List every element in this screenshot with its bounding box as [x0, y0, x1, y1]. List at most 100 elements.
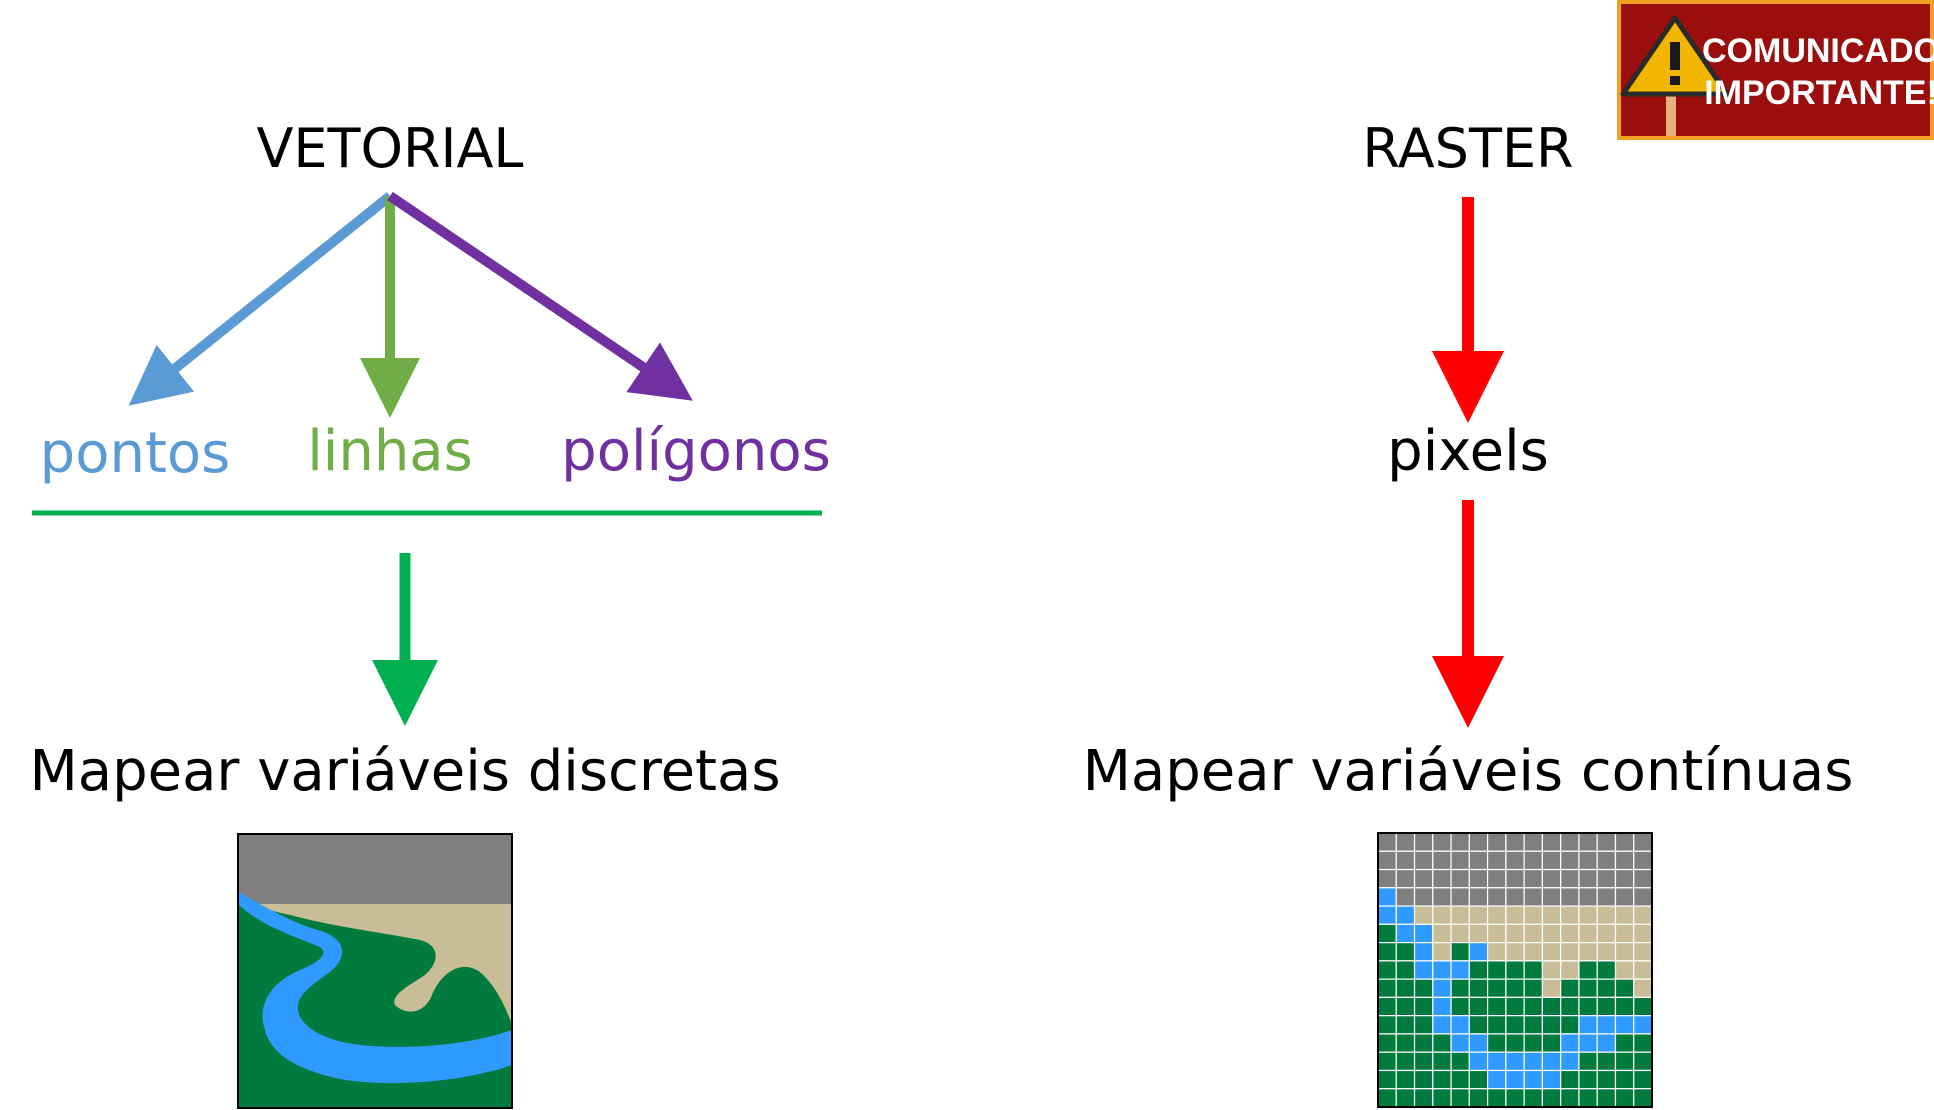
raster-cell — [1377, 1088, 1397, 1108]
raster-cell — [1377, 960, 1397, 980]
raster-cell — [1578, 1033, 1598, 1053]
raster-cell — [1377, 978, 1397, 999]
raster-cell — [1560, 850, 1580, 871]
raster-cell — [1596, 887, 1617, 907]
raster-cell — [1450, 905, 1470, 925]
raster-cell — [1614, 887, 1635, 907]
raster-cell — [1596, 905, 1617, 925]
raster-cell — [1596, 1051, 1617, 1072]
raster-cell — [1432, 941, 1452, 962]
raster-cell — [1560, 905, 1580, 925]
raster-cell — [1395, 1033, 1416, 1053]
raster-cell — [1413, 1033, 1434, 1053]
raster-cell — [1432, 905, 1452, 925]
raster-cell — [1413, 1015, 1434, 1035]
raster-cell — [1541, 850, 1562, 871]
raster-cell — [1377, 832, 1397, 852]
raster-cell — [1614, 832, 1635, 852]
raster-cell — [1614, 1015, 1635, 1035]
raster-cell — [1395, 1015, 1416, 1035]
raster-cell — [1541, 1033, 1562, 1053]
raster-result: Mapear variáveis contínuas — [1083, 739, 1854, 804]
raster-cell — [1614, 905, 1635, 925]
raster-cell — [1486, 996, 1507, 1017]
arrow-to-poligonos — [387, 191, 693, 401]
raster-cell — [1413, 960, 1434, 980]
raster-cell — [1596, 923, 1617, 944]
raster-cell — [1395, 832, 1416, 852]
raster-cell — [1560, 1069, 1580, 1090]
raster-cell — [1523, 1069, 1544, 1090]
raster-cell — [1541, 1069, 1562, 1090]
raster-cell — [1377, 1069, 1397, 1090]
raster-cell — [1377, 868, 1397, 889]
raster-cell — [1486, 850, 1507, 871]
raster-cell — [1560, 1088, 1580, 1108]
raster-cell — [1505, 941, 1525, 962]
branch-pontos: pontos — [40, 421, 231, 486]
raster-cell — [1468, 905, 1489, 925]
raster-cell — [1413, 850, 1434, 871]
raster-cell — [1377, 941, 1397, 962]
raster-cell — [1505, 1033, 1525, 1053]
badge-line2: IMPORTANTE! — [1704, 74, 1934, 112]
raster-cell — [1413, 832, 1434, 852]
raster-cell — [1578, 887, 1598, 907]
raster-cell — [1432, 832, 1452, 852]
raster-cell — [1633, 905, 1653, 925]
branch-poligonos: polígonos — [561, 419, 831, 484]
arrow-to-pontos — [128, 192, 394, 406]
raster-cell — [1614, 1088, 1635, 1108]
raster-cell — [1395, 868, 1416, 889]
raster-cell — [1523, 941, 1544, 962]
raster-cell — [1578, 923, 1598, 944]
raster-cell — [1450, 1051, 1470, 1072]
raster-cell — [1633, 887, 1653, 907]
raster-cell — [1578, 1015, 1598, 1035]
raster-cell — [1596, 1033, 1617, 1053]
raster-cell — [1377, 923, 1397, 944]
raster-cell — [1486, 887, 1507, 907]
raster-cell — [1578, 1069, 1598, 1090]
vector-map-illustration — [237, 833, 513, 1109]
raster-cell — [1523, 850, 1544, 871]
raster-cell — [1432, 1088, 1452, 1108]
raster-grid-border — [1377, 832, 1653, 1108]
raster-cell — [1596, 832, 1617, 852]
raster-cell — [1541, 887, 1562, 907]
vetorial-title: VETORIAL — [256, 117, 523, 180]
raster-cell — [1578, 941, 1598, 962]
raster-cell — [1633, 1088, 1653, 1108]
raster-cell — [1377, 850, 1397, 871]
badge-line1: COMUNICADO — [1702, 32, 1934, 70]
raster-cell — [1395, 1051, 1416, 1072]
raster-cell — [1413, 1051, 1434, 1072]
raster-cell — [1468, 1033, 1489, 1053]
raster-cell — [1633, 850, 1653, 871]
raster-cell — [1523, 832, 1544, 852]
raster-cell — [1450, 923, 1470, 944]
raster-cell — [1633, 923, 1653, 944]
raster-cell — [1596, 1088, 1617, 1108]
raster-cell — [1486, 1051, 1507, 1072]
raster-cell — [1377, 1015, 1397, 1035]
raster-cell — [1468, 923, 1489, 944]
raster-cell — [1633, 868, 1653, 889]
raster-cell — [1413, 1069, 1434, 1090]
raster-cell — [1486, 978, 1507, 999]
raster-cell — [1523, 887, 1544, 907]
raster-cell — [1450, 960, 1470, 980]
raster-cell — [1395, 1088, 1416, 1108]
raster-cell — [1395, 960, 1416, 980]
comunicado-importante-badge: COMUNICADO IMPORTANTE! — [1617, 0, 1934, 140]
raster-cell — [1505, 905, 1525, 925]
raster-cell — [1432, 1051, 1452, 1072]
raster-cell — [1413, 923, 1434, 944]
raster-cell — [1560, 1033, 1580, 1053]
raster-cell — [1468, 832, 1489, 852]
raster-cell — [1468, 887, 1489, 907]
raster-cell — [1614, 960, 1635, 980]
raster-cell — [1395, 887, 1416, 907]
raster-cell — [1413, 941, 1434, 962]
raster-cell — [1596, 850, 1617, 871]
